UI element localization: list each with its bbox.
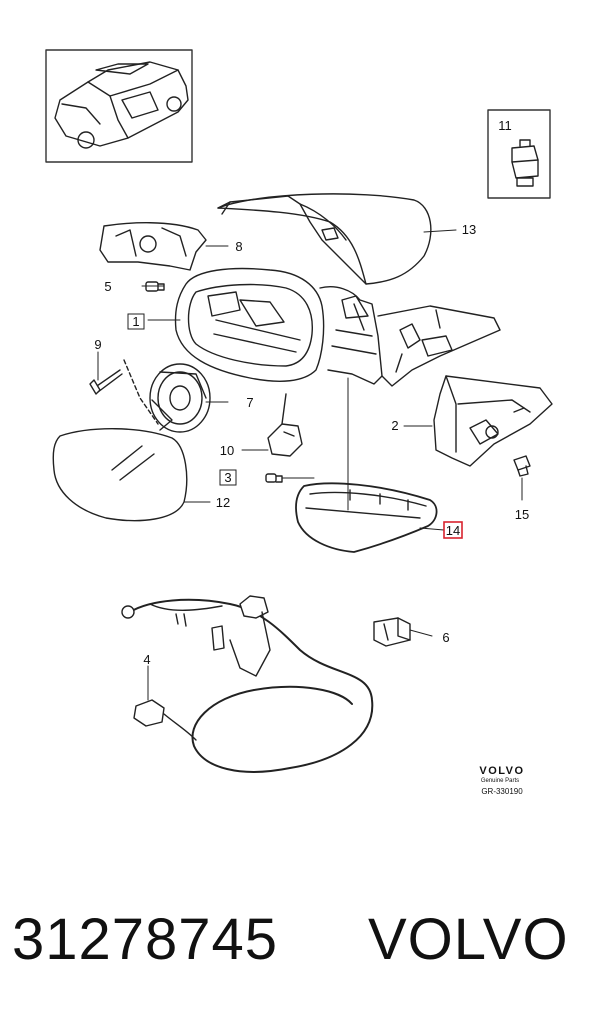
leader-lines <box>97 229 523 701</box>
part-4-wiring-harness <box>121 595 374 773</box>
callout-labels: 1 2 3 4 5 6 7 8 9 10 11 12 13 14 15 <box>94 118 529 667</box>
callout-12: 12 <box>216 495 230 510</box>
logo-subtitle: Genuine Parts <box>481 778 519 784</box>
callout-15: 15 <box>515 507 529 522</box>
callout-8: 8 <box>235 239 242 254</box>
parts-diagram: 1 2 3 4 5 6 7 8 9 10 11 12 13 14 15 VOLV… <box>45 49 553 796</box>
part-8-lamp-housing <box>99 222 207 271</box>
volvo-logo-block: VOLVO Genuine Parts GR-330190 <box>479 765 524 796</box>
part-10-connector <box>267 393 303 457</box>
svg-text:3: 3 <box>224 470 231 485</box>
part-9-screw <box>89 359 159 425</box>
footer-brand: VOLVO <box>368 907 569 972</box>
part-7-motor <box>149 363 211 433</box>
part-12-mirror-glass <box>52 428 188 522</box>
svg-text:1: 1 <box>132 314 139 329</box>
callout-5: 5 <box>104 279 111 294</box>
callout-13: 13 <box>462 222 476 237</box>
mirror-housing-assembly <box>174 267 501 387</box>
callout-11: 11 <box>498 118 512 133</box>
part-6-connector <box>373 617 411 647</box>
callout-10: 10 <box>220 443 234 458</box>
callout-7: 7 <box>246 395 253 410</box>
part-11-inset <box>487 109 551 199</box>
car-thumbnail <box>45 49 193 163</box>
callout-9: 9 <box>94 337 101 352</box>
part-13-mirror-cover <box>217 193 432 285</box>
callout-2: 2 <box>391 418 398 433</box>
part-2-base-cover <box>433 375 553 467</box>
logo-brand: VOLVO <box>479 765 524 777</box>
svg-text:14: 14 <box>446 523 460 538</box>
part-3-bulb <box>265 473 283 483</box>
callout-1: 1 <box>127 313 145 330</box>
callout-14: 14 <box>443 521 463 539</box>
logo-code: GR-330190 <box>481 787 523 796</box>
part-14-mirror-cover-lower <box>295 482 438 553</box>
callout-4: 4 <box>143 652 150 667</box>
part-number: 31278745 <box>12 907 279 972</box>
part-15-screw <box>513 455 531 477</box>
callout-6: 6 <box>442 630 449 645</box>
callout-3: 3 <box>219 469 237 486</box>
